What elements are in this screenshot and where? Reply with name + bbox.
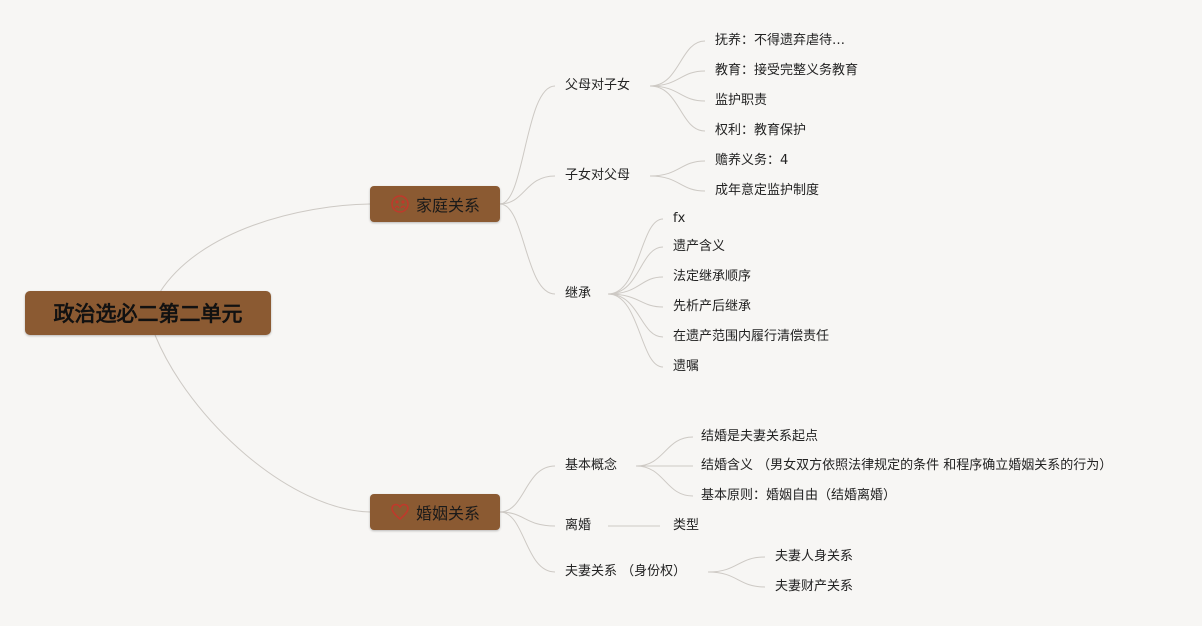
leaf-node[interactable]: 法定继承顺序 (673, 269, 752, 284)
topic-marriage[interactable]: 婚姻关系 (370, 494, 500, 530)
link-root-marriage (154, 334, 371, 513)
topic-marriage-label: 婚姻关系 (415, 504, 480, 523)
leaf-node[interactable]: 在遗产范围内履行清偿责任 (673, 329, 830, 344)
heart-icon (391, 503, 409, 521)
link-marriage-divorce (499, 511, 556, 527)
subtopic-basic-concepts[interactable]: 基本概念 (565, 458, 618, 473)
link-root-family (159, 203, 371, 293)
subtopic-spousal-relationship[interactable]: 夫妻关系 （身份权） (565, 564, 687, 579)
link-marriage-couple (499, 511, 556, 573)
topic-family-label: 家庭关系 (415, 196, 480, 215)
link-family-children (499, 175, 556, 205)
leaf-node[interactable]: 结婚是夫妻关系起点 (701, 429, 819, 444)
leaf-node[interactable]: 教育：接受完整义务教育 (715, 63, 859, 78)
link-marriage-basics (499, 465, 556, 513)
leaf-node[interactable]: 结婚含义 （男女双方依照法律规定的条件 和程序确立婚姻关系的行为） (701, 458, 1113, 473)
family-icon (391, 195, 409, 213)
leaf-node[interactable]: 遗嘱 (673, 359, 700, 374)
root-label: 政治选必二第二单元 (53, 302, 243, 326)
leaf-node[interactable]: 赡养义务：4 (715, 153, 789, 168)
leaf-node[interactable]: fx (673, 211, 686, 226)
leaf-node[interactable]: 成年意定监护制度 (715, 183, 820, 198)
leaf-node[interactable]: 监护职责 (715, 93, 768, 108)
leaf-node[interactable]: 基本原则：婚姻自由（结婚离婚） (701, 488, 897, 503)
link-family-inherit (499, 203, 556, 295)
root-node[interactable]: 政治选必二第二单元 (25, 291, 271, 335)
leaf-node[interactable]: 夫妻人身关系 (775, 549, 854, 564)
leaf-node[interactable]: 先析产后继承 (673, 299, 752, 314)
leaf-node[interactable]: 夫妻财产关系 (775, 579, 854, 594)
subtopic-divorce[interactable]: 离婚 (565, 518, 592, 533)
subtopic-inheritance[interactable]: 继承 (565, 286, 592, 301)
leaf-node[interactable]: 权利：教育保护 (715, 123, 807, 138)
leaf-node[interactable]: 类型 (673, 518, 700, 533)
subtopic-children-to-parents[interactable]: 子女对父母 (565, 168, 631, 183)
leaf-node[interactable]: 抚养：不得遗弃虐待… (715, 33, 846, 48)
link-family-parents (499, 85, 556, 205)
leaf-node[interactable]: 遗产含义 (673, 239, 726, 254)
topic-family[interactable]: 家庭关系 (370, 186, 500, 222)
subtopic-parents-to-children[interactable]: 父母对子女 (565, 78, 631, 93)
